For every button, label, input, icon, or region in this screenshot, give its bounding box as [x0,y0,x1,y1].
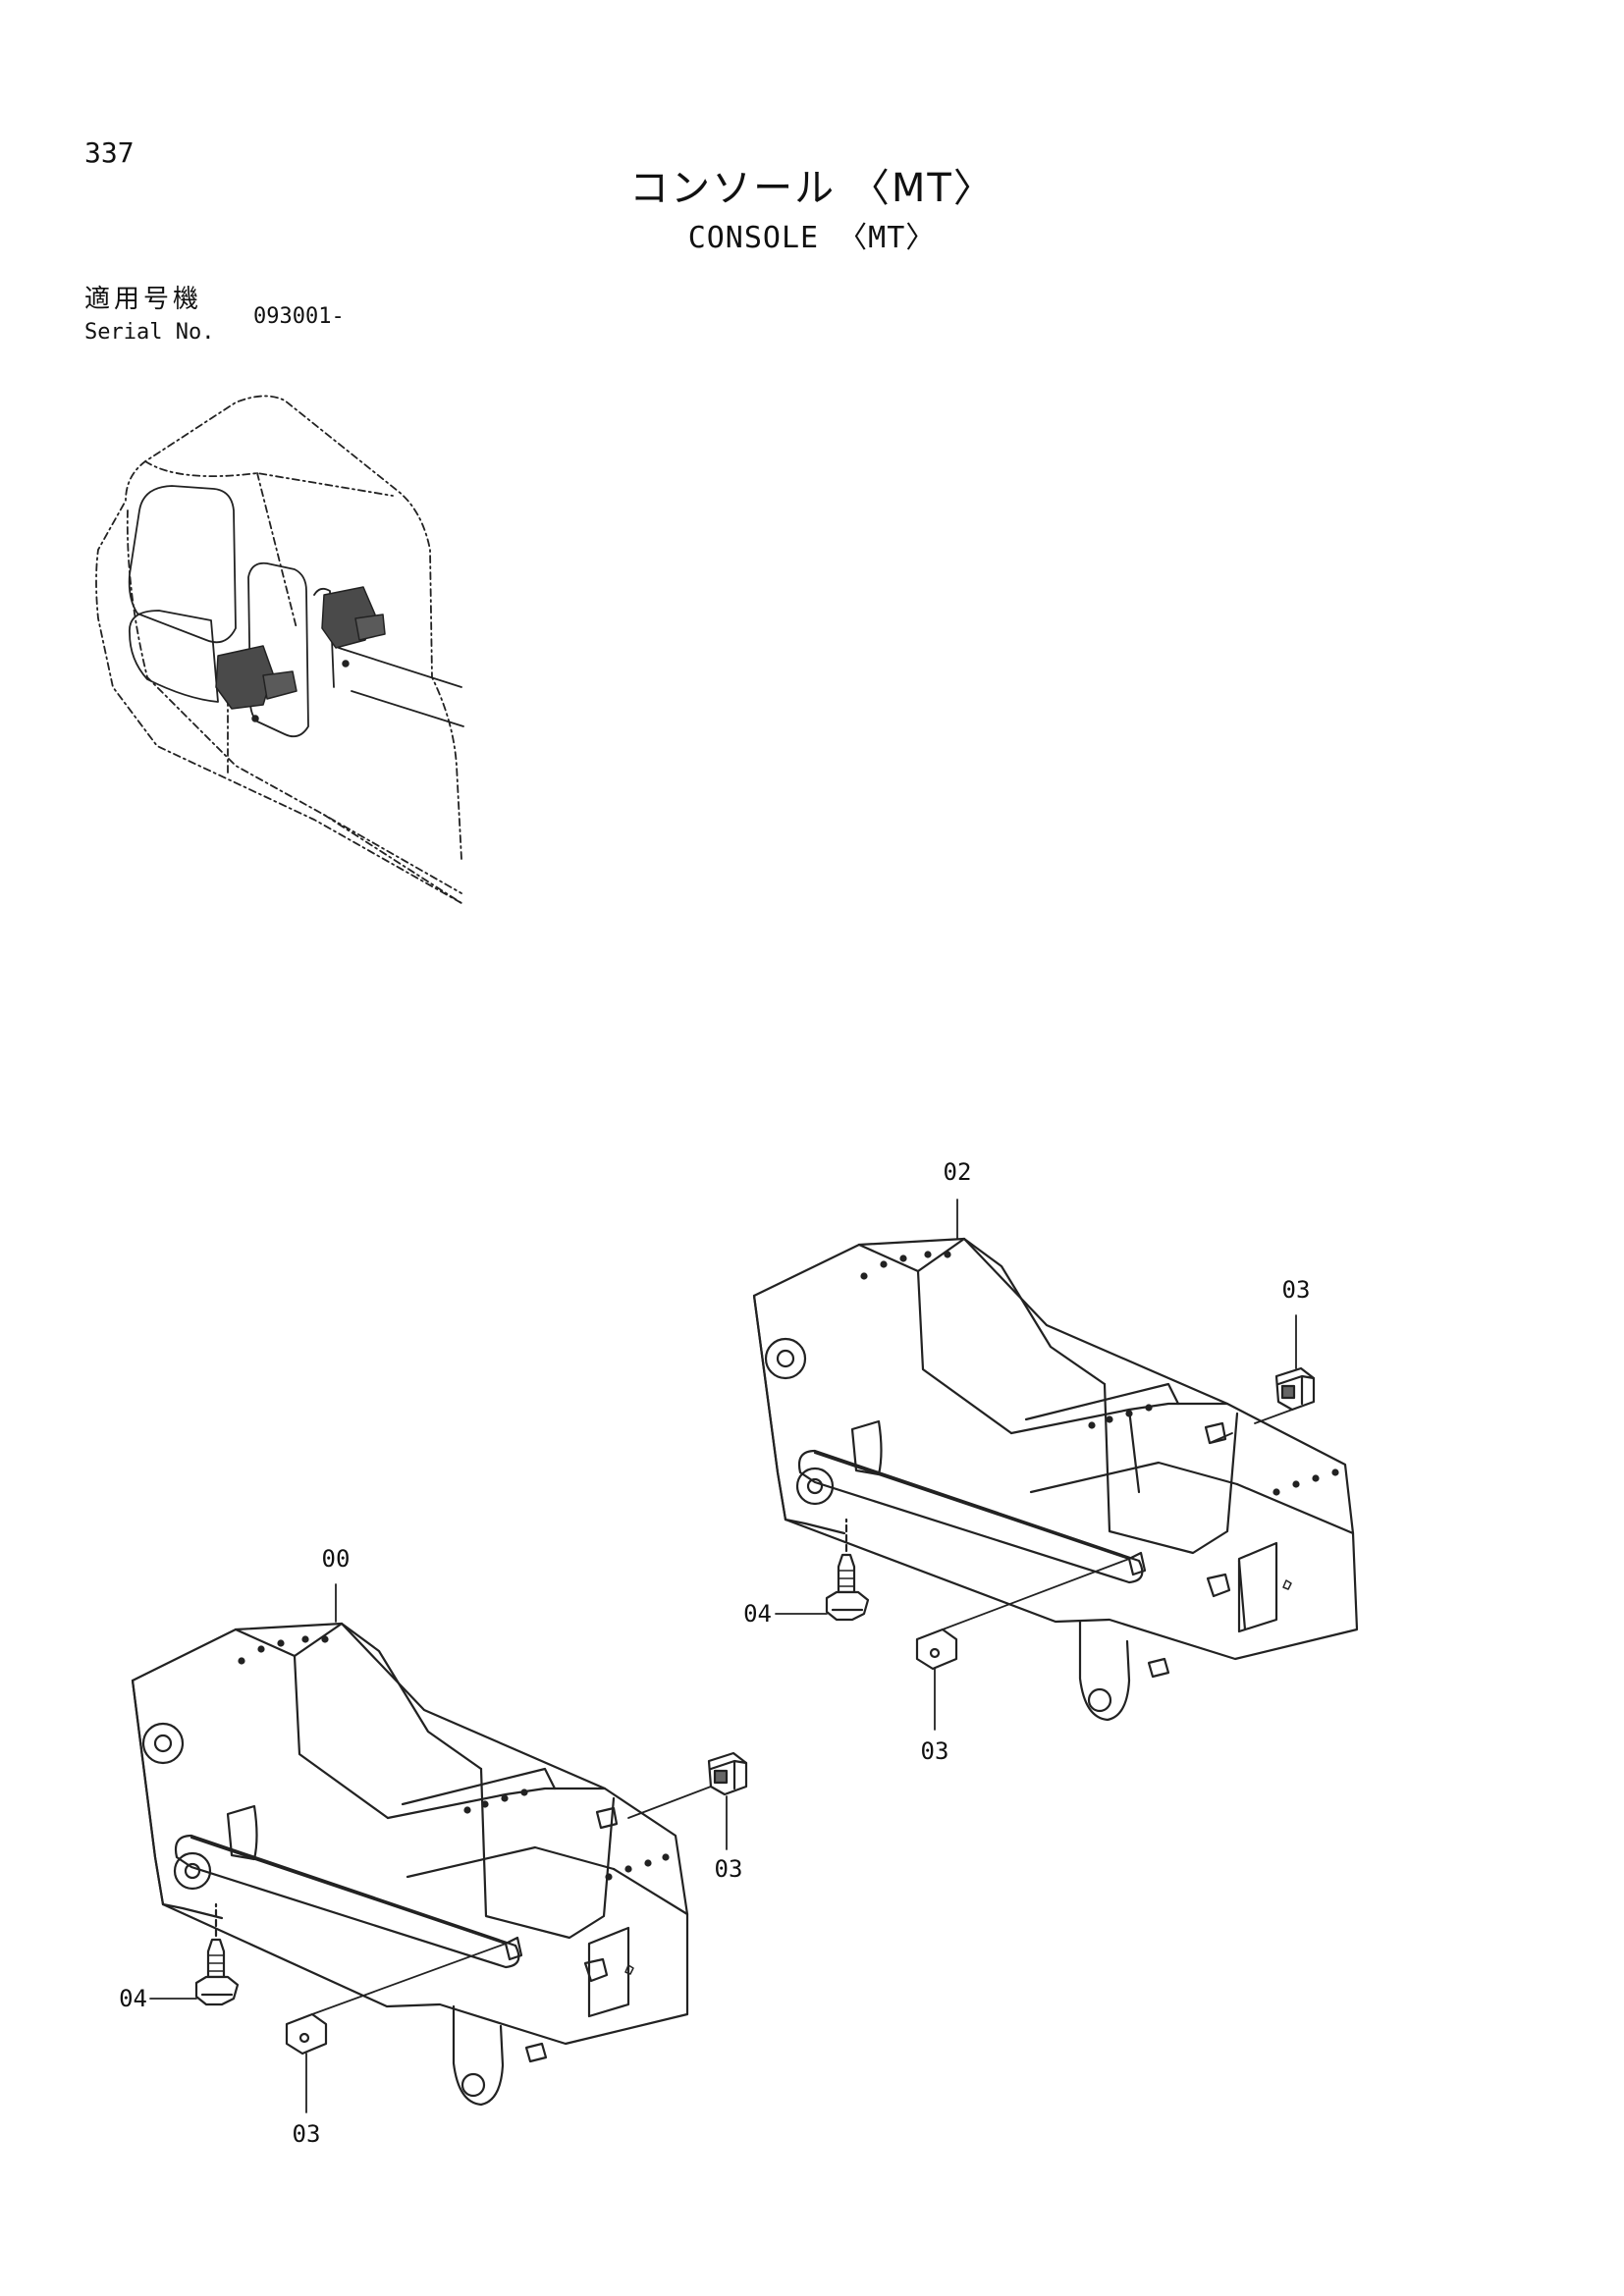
callout-upper-bolt: 04 [743,1600,772,1628]
callout-leaders [149,1199,1297,2113]
console-lower-part-00 [131,1622,689,2107]
cab-window-outlines [128,485,464,738]
callout-lower-cap-right: 03 [715,1855,743,1883]
cap-upper-right-03 [1209,1366,1316,1444]
console-upper-part-02 [752,1237,1359,1722]
bolt-lower-04 [194,1902,240,2006]
callout-lower-cap-bottom: 03 [293,2120,321,2148]
cab-location-inset [95,395,462,904]
serial-number-value: 093001- [253,304,345,329]
title-japanese: コンソール 〈MT〉 [629,166,995,211]
bolt-upper-04 [825,1518,870,1622]
callout-upper-cap-bottom: 03 [921,1737,949,1765]
title-english: CONSOLE 〈MT〉 [687,221,937,255]
page-number: 337 [84,136,135,169]
callout-lower-bolt: 04 [119,1985,147,2012]
cap-upper-bottom-03 [915,1558,1130,1671]
callout-upper-cap-right: 03 [1282,1276,1311,1304]
callout-lower-console: 00 [322,1545,351,1573]
serial-label-english: Serial No. [84,320,215,345]
cap-lower-bottom-03 [285,1943,507,2056]
cap-lower-right-03 [627,1751,748,1819]
serial-label-japanese: 適用号機 [84,285,203,314]
callout-upper-console: 02 [944,1158,972,1186]
cab-console-highlights [215,586,386,722]
